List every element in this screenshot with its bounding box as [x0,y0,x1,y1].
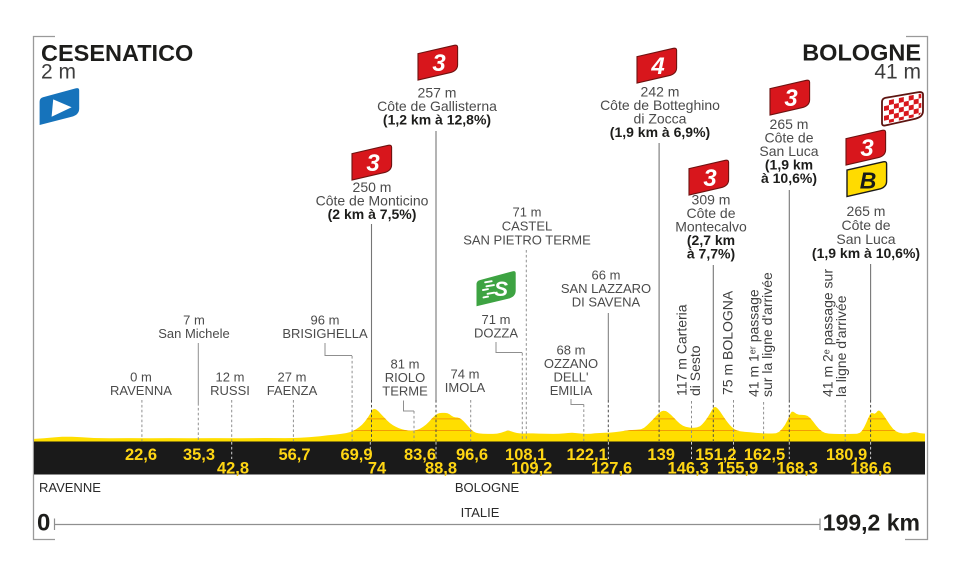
svg-text:41 m 1er passage: 41 m 1er passage [746,289,762,397]
svg-text:257 m: 257 m [418,85,457,101]
svg-text:4: 4 [650,53,664,80]
svg-text:B: B [860,167,877,193]
svg-text:DELL': DELL' [553,370,588,385]
svg-text:à 10,6%): à 10,6%) [761,170,817,186]
svg-text:IMOLA: IMOLA [445,380,486,395]
svg-text:S: S [494,278,508,301]
svg-text:Côte de: Côte de [764,130,813,146]
svg-text:41 m: 41 m [874,61,921,84]
svg-text:56,7: 56,7 [278,446,310,464]
svg-text:la ligne d'arrivée: la ligne d'arrivée [833,295,849,397]
svg-text:42,8: 42,8 [217,460,249,478]
svg-text:88,8: 88,8 [425,460,457,478]
svg-text:Côte de Botteghino: Côte de Botteghino [600,97,720,113]
svg-text:41 m 2e passage sur: 41 m 2e passage sur [820,269,836,397]
svg-text:Côte de: Côte de [841,217,890,233]
svg-text:127,6: 127,6 [591,460,632,478]
svg-text:San Luca: San Luca [836,231,895,247]
svg-text:66 m: 66 m [592,268,621,283]
svg-text:San Michele: San Michele [158,326,230,341]
svg-text:12 m: 12 m [216,370,245,385]
svg-text:68 m: 68 m [557,343,586,358]
svg-text:151,2: 151,2 [695,446,736,464]
svg-text:Côte de: Côte de [686,205,735,221]
svg-text:DI SAVENA: DI SAVENA [572,295,641,310]
svg-text:TERME: TERME [382,384,428,399]
svg-text:0 m: 0 m [130,370,152,385]
svg-text:3: 3 [784,85,798,112]
svg-text:3: 3 [432,50,446,77]
svg-text:250 m: 250 m [353,179,392,195]
svg-text:242 m: 242 m [641,84,680,100]
svg-text:BOLOGNE: BOLOGNE [455,480,520,495]
svg-text:186,6: 186,6 [850,460,891,478]
svg-text:35,3: 35,3 [183,446,215,464]
svg-text:117 m Carteria: 117 m Carteria [674,304,690,396]
svg-text:(2 km à 7,5%): (2 km à 7,5%) [328,206,417,222]
svg-text:(1,9 km: (1,9 km [765,157,813,173]
svg-text:(1,9 km à 10,6%): (1,9 km à 10,6%) [812,245,920,261]
svg-text:3: 3 [703,165,717,192]
svg-text:75 m BOLOGNA: 75 m BOLOGNA [720,290,736,395]
svg-text:ITALIE: ITALIE [461,505,500,520]
svg-text:RAVENNE: RAVENNE [39,480,101,495]
svg-text:81 m: 81 m [391,357,420,372]
svg-text:RIOLO: RIOLO [385,370,425,385]
svg-text:108,1: 108,1 [505,446,546,464]
svg-text:146,3: 146,3 [668,460,709,478]
svg-text:139: 139 [647,446,675,464]
svg-text:(1,9 km à 6,9%): (1,9 km à 6,9%) [610,124,710,140]
svg-text:sur la ligne d'arrivée: sur la ligne d'arrivée [759,272,775,397]
svg-text:109,2: 109,2 [511,460,552,478]
svg-text:7 m: 7 m [183,313,205,328]
svg-text:265 m: 265 m [770,116,809,132]
svg-text:EMILIA: EMILIA [550,383,593,398]
svg-text:di Sesto: di Sesto [687,345,703,396]
svg-text:180,9: 180,9 [826,446,867,464]
svg-text:BOLOGNE: BOLOGNE [802,40,921,66]
svg-text:74: 74 [368,460,387,478]
svg-text:CASTEL: CASTEL [502,219,553,234]
svg-text:69,9: 69,9 [340,446,372,464]
svg-text:(2,7 km: (2,7 km [687,232,735,248]
svg-text:RAVENNA: RAVENNA [110,383,172,398]
svg-text:3: 3 [860,135,874,162]
svg-text:OZZANO: OZZANO [544,356,598,371]
svg-text:3: 3 [366,150,380,177]
svg-text:RUSSI: RUSSI [210,383,250,398]
svg-text:San Luca: San Luca [759,143,818,159]
svg-text:27 m: 27 m [278,370,307,385]
svg-text:Côte de Gallisterna: Côte de Gallisterna [377,98,497,114]
svg-text:155,9: 155,9 [717,460,758,478]
svg-text:22,6: 22,6 [125,446,157,464]
svg-text:(1,2 km à 12,8%): (1,2 km à 12,8%) [383,112,491,128]
svg-text:DOZZA: DOZZA [474,326,518,341]
svg-text:0: 0 [37,510,50,537]
svg-text:168,3: 168,3 [777,460,818,478]
svg-text:309 m: 309 m [692,192,731,208]
svg-text:di Zocca: di Zocca [634,111,687,127]
svg-text:162,5: 162,5 [744,446,785,464]
svg-text:96,6: 96,6 [456,446,488,464]
svg-text:71 m: 71 m [482,312,511,327]
svg-text:CESENATICO: CESENATICO [41,40,193,66]
svg-text:SAN PIETRO TERME: SAN PIETRO TERME [463,233,591,248]
svg-text:Montecalvo: Montecalvo [675,219,747,235]
svg-text:122,1: 122,1 [567,446,608,464]
svg-text:SAN LAZZARO: SAN LAZZARO [561,281,651,296]
svg-text:FAENZA: FAENZA [267,383,318,398]
svg-text:83,6: 83,6 [404,446,436,464]
svg-text:199,2 km: 199,2 km [823,510,920,536]
svg-text:71 m: 71 m [513,205,542,220]
svg-text:74 m: 74 m [451,367,480,382]
svg-text:265 m: 265 m [847,203,886,219]
svg-text:96 m: 96 m [311,313,340,328]
svg-text:BRISIGHELLA: BRISIGHELLA [282,326,368,341]
svg-text:2 m: 2 m [41,61,76,84]
svg-text:Côte de Monticino: Côte de Monticino [316,193,429,209]
svg-text:à 7,7%): à 7,7%) [687,246,735,262]
